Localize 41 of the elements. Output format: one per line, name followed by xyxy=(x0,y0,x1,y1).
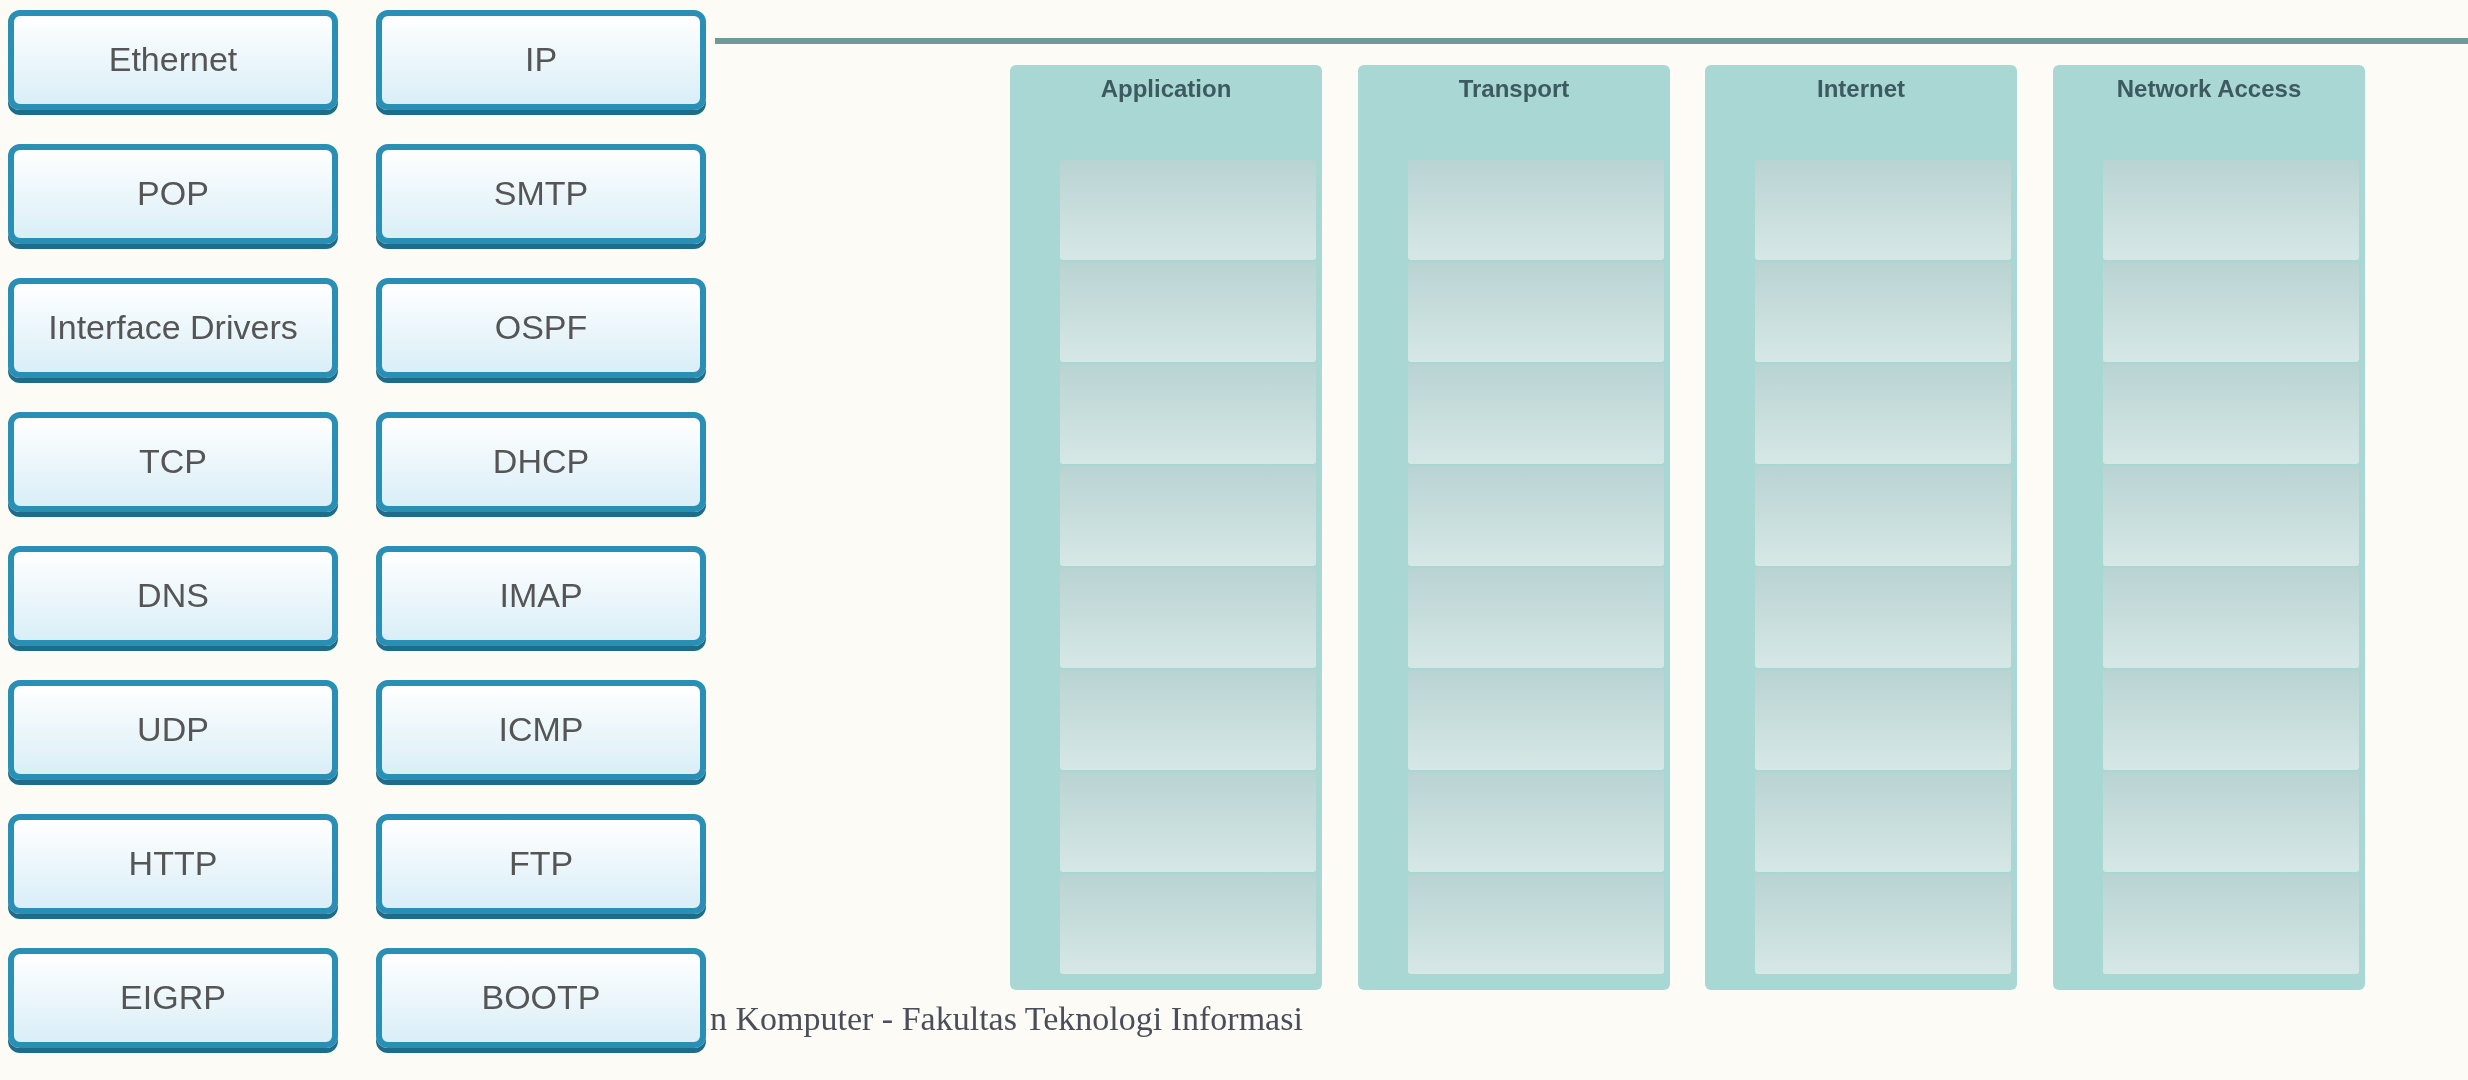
drop-slot xyxy=(1755,874,2011,974)
drop-slot xyxy=(1060,874,1316,974)
drop-slot xyxy=(2103,874,2359,974)
drop-slot xyxy=(1060,568,1316,668)
drop-slot xyxy=(1755,364,2011,464)
layer-column xyxy=(1358,65,1670,990)
drop-slot xyxy=(1060,364,1316,464)
footer-text: n Komputer - Fakultas Teknologi Informasi xyxy=(710,1000,1303,1038)
layer-column xyxy=(1010,65,1322,990)
drop-slot xyxy=(1755,670,2011,770)
drop-slot xyxy=(1408,670,1664,770)
layer-column xyxy=(2053,65,2365,990)
column-heading: Application xyxy=(1099,75,1233,103)
drop-slot xyxy=(1408,262,1664,362)
drop-slot xyxy=(1755,568,2011,668)
column-heading: Transport xyxy=(1457,75,1571,103)
drop-slot xyxy=(1408,568,1664,668)
drop-slot xyxy=(1755,772,2011,872)
column-heading: Network Access xyxy=(2115,75,2303,103)
drop-slot xyxy=(1060,466,1316,566)
drop-slot xyxy=(1060,670,1316,770)
drop-slot xyxy=(2103,160,2359,260)
layer-column xyxy=(1705,65,2017,990)
column-heading: Internet xyxy=(1816,75,1906,103)
drop-slot xyxy=(2103,364,2359,464)
drop-slot xyxy=(1060,262,1316,362)
drop-slot xyxy=(2103,568,2359,668)
drop-slot xyxy=(1408,466,1664,566)
drop-slot xyxy=(2103,670,2359,770)
drop-slot xyxy=(1755,466,2011,566)
drop-slot xyxy=(1408,160,1664,260)
drop-slot xyxy=(2103,262,2359,362)
drop-slot xyxy=(2103,466,2359,566)
drop-slot xyxy=(1408,874,1664,974)
drop-slot xyxy=(1408,364,1664,464)
drop-slot xyxy=(1060,772,1316,872)
drop-slot xyxy=(1755,160,2011,260)
drop-slot xyxy=(2103,772,2359,872)
drop-slot xyxy=(1060,160,1316,260)
drop-slot xyxy=(1755,262,2011,362)
drop-slot xyxy=(1408,772,1664,872)
